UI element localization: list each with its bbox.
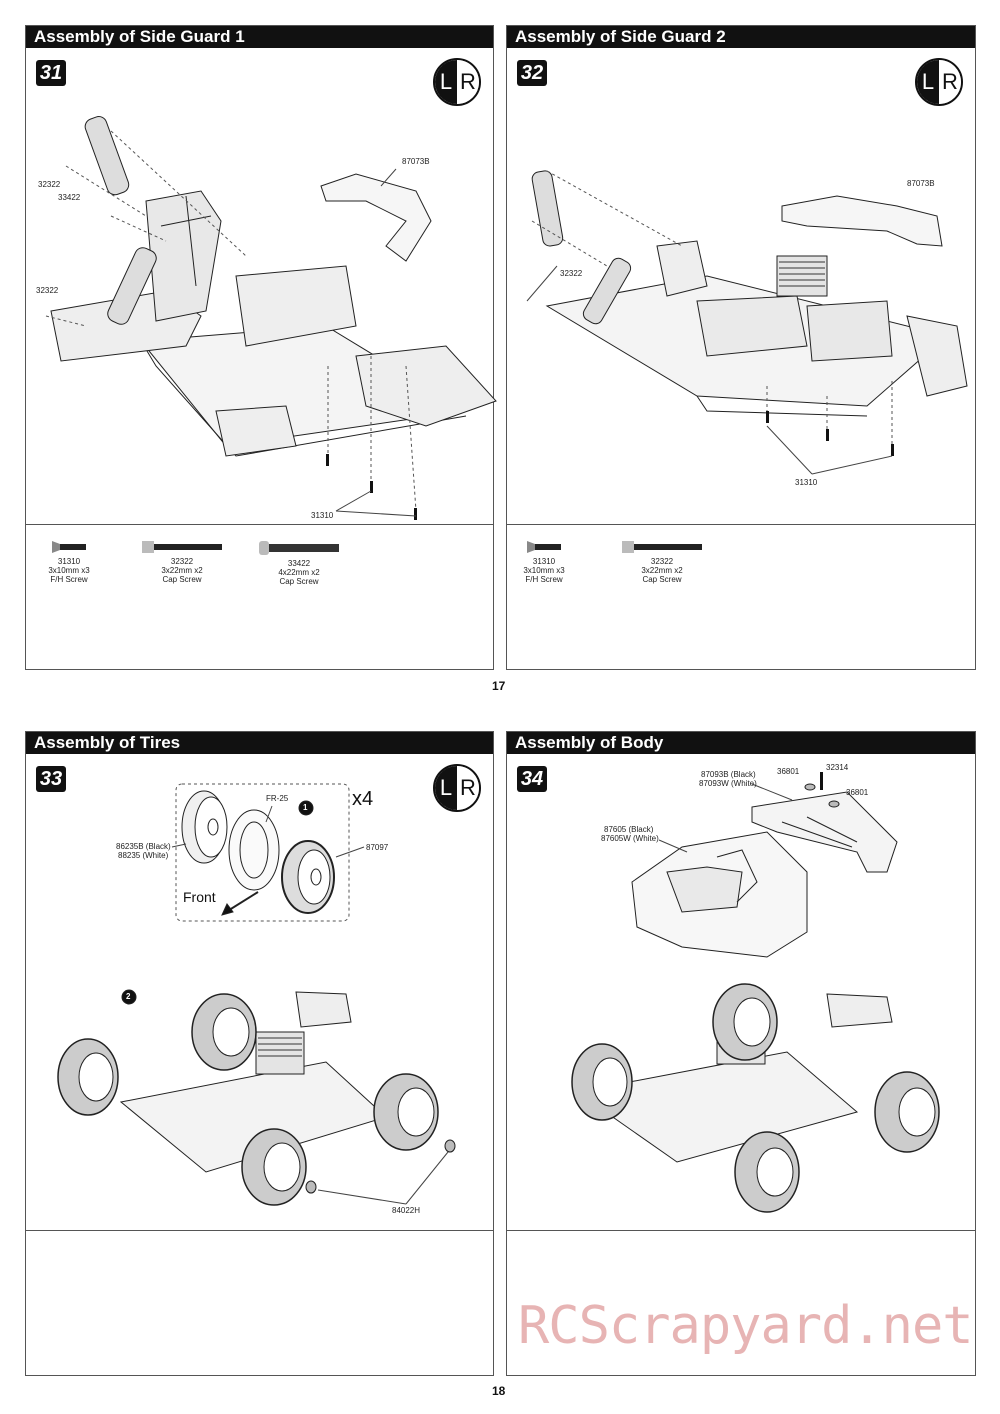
part-name: F/H Screw [525,575,563,584]
watermark-text: RCScrapyard.net [518,1296,974,1356]
page-number-top: 17 [492,679,506,693]
part-size-qty: 3x10mm x3 [48,566,90,575]
step-33-number: 33 [36,766,66,792]
part-size-qty: 3x22mm x2 [641,566,683,575]
part-code: 32322 [170,557,194,566]
callout-body-white: 87605W (White) [601,834,659,843]
part-code: 31310 [57,557,81,566]
callout-wheel-white: 88235 (White) [118,851,169,860]
cap-screw-icon [142,541,222,553]
callout-washer-36801-right: 36801 [846,788,869,797]
part-size-qty: 3x22mm x2 [161,566,203,575]
quantity-x4: x4 [352,788,374,810]
right-label: R [939,60,961,104]
left-right-icon: L R [433,764,481,812]
step-31-title: Assembly of Side Guard 1 [26,26,493,48]
callout-washer-36801-left: 36801 [777,767,800,776]
step-31-number: 31 [36,60,66,86]
callout-tire-87097: 87097 [366,843,389,852]
step-33-panel: Assembly of Tires 33 L R [25,731,494,1376]
parts-divider [507,1230,975,1231]
step-2-marker: 2 [126,992,131,1001]
part-32322: 32322 3x22mm x2 Cap Screw [138,541,226,584]
page-number-bottom: 18 [492,1384,506,1398]
callout-87073b: 87073B [402,157,430,166]
callout-body-black: 87605 (Black) [604,825,654,834]
step-1-marker: 1 [303,803,308,812]
parts-divider [26,1230,493,1231]
part-name: Cap Screw [642,575,682,584]
callout-wheel-black: 86235B (Black) [116,842,171,851]
step-33-title: Assembly of Tires [26,732,493,754]
callout-32322-bottom: 32322 [36,286,59,295]
part-name: Cap Screw [162,575,202,584]
callout-31310: 31310 [795,478,818,487]
left-right-icon: L R [433,58,481,106]
part-31310: 31310 3x10mm x3 F/H Screw [519,541,569,584]
part-name: Cap Screw [279,577,319,586]
step-32-title: Assembly of Side Guard 2 [507,26,975,48]
step-32-number: 32 [517,60,547,86]
part-code: 33422 [287,559,311,568]
part-31310: 31310 3x10mm x3 F/H Screw [44,541,94,584]
left-label: L [435,766,457,810]
part-size-qty: 4x22mm x2 [278,568,320,577]
tires-drawing [57,783,456,1206]
step-34-panel: Assembly of Body 34 [506,731,976,1376]
step-32-panel: Assembly of Side Guard 2 32 L R [506,25,976,670]
callout-33422: 33422 [58,193,81,202]
front-label: Front [183,889,216,905]
part-code: 31310 [532,557,556,566]
callout-nut-84022h: 84022H [392,1206,421,1215]
callout-wing-black: 87093B (Black) [701,770,756,779]
side-guard-1-drawing [45,116,497,520]
part-name: F/H Screw [50,575,88,584]
parts-divider [507,524,975,525]
callout-32322-top: 32322 [38,180,61,189]
flat-head-screw-icon [527,541,561,553]
left-label: L [917,60,939,104]
left-right-icon: L R [915,58,963,106]
callout-32322: 32322 [560,269,583,278]
step-31-panel: Assembly of Side Guard 1 31 L R [25,25,497,670]
right-label: R [457,766,479,810]
cap-screw-icon [259,541,339,555]
part-code: 32322 [650,557,674,566]
body-drawing [571,772,940,1213]
part-32322: 32322 3x22mm x2 Cap Screw [617,541,707,584]
callout-screw-32314: 32314 [826,763,849,772]
callout-31310: 31310 [311,511,334,520]
callout-87073b: 87073B [907,179,935,188]
flat-head-screw-icon [52,541,86,553]
callout-fr-25: FR-25 [266,794,289,803]
side-guard-2-drawing [526,170,968,475]
callout-wing-white: 87093W (White) [699,779,757,788]
cap-screw-icon [622,541,702,553]
step-34-number: 34 [517,766,547,792]
step-34-title: Assembly of Body [507,732,975,754]
left-label: L [435,60,457,104]
right-label: R [457,60,479,104]
part-33422: 33422 4x22mm x2 Cap Screw [254,541,344,586]
part-size-qty: 3x10mm x3 [523,566,565,575]
parts-divider [26,524,493,525]
